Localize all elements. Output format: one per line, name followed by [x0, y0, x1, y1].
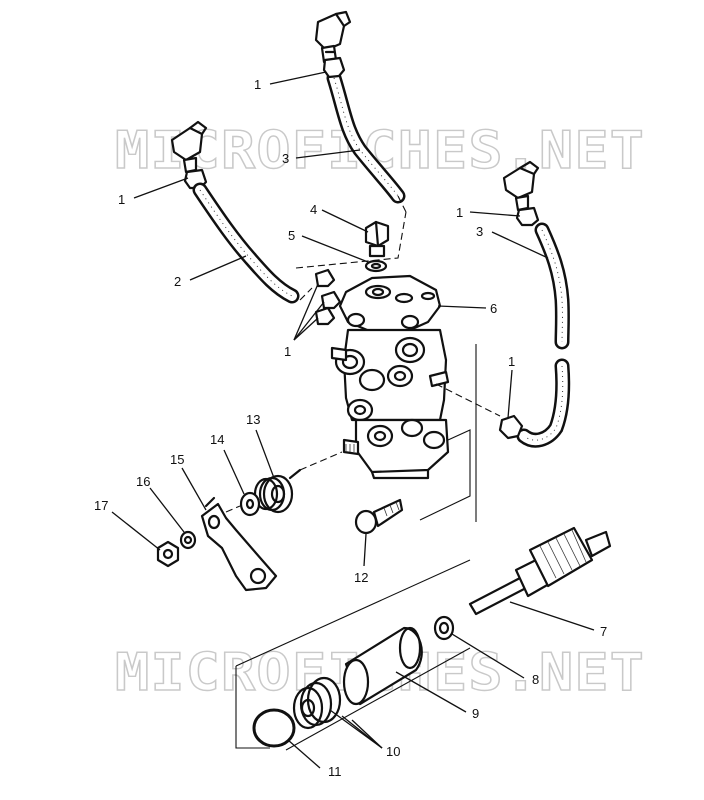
mounting-bolt [354, 498, 404, 535]
callout-1-body: 1 [284, 344, 291, 359]
callout-1-left: 1 [118, 192, 125, 207]
hose-right-upper [534, 222, 570, 350]
assembly-guidelines [225, 195, 501, 751]
fitting-right [502, 160, 540, 212]
callout-labels: 1 3 1 2 4 5 1 3 6 1 1 13 14 15 16 17 12 … [94, 77, 607, 779]
drive-lever [200, 496, 278, 592]
callout-3-top: 3 [282, 151, 289, 166]
clamp-right [515, 206, 540, 227]
leader-lines [111, 71, 595, 769]
clamp-top-center [322, 56, 346, 79]
callout-1-top: 1 [254, 77, 261, 92]
callout-11: 11 [328, 764, 342, 779]
callout-14: 14 [210, 432, 224, 447]
o-ring [252, 708, 296, 748]
callout-12: 12 [354, 570, 368, 585]
callout-7: 7 [600, 624, 607, 639]
callout-2: 2 [174, 274, 181, 289]
brake-valve-body [330, 274, 450, 480]
callout-8: 8 [532, 672, 539, 687]
bushing-sleeve [342, 626, 423, 706]
return-spring [253, 468, 302, 514]
lever-washer [179, 530, 197, 550]
callout-13: 13 [246, 412, 260, 427]
callout-17: 17 [94, 498, 108, 513]
shaft-washer [433, 615, 455, 641]
callout-4: 4 [310, 202, 317, 217]
sealing-washer [364, 259, 388, 273]
drive-gear-shaft [468, 526, 612, 616]
callout-5: 5 [288, 228, 295, 243]
callout-3-right: 3 [476, 224, 483, 239]
callout-15: 15 [170, 452, 184, 467]
fitting-left [170, 120, 208, 174]
callout-1-lower-right: 1 [508, 354, 515, 369]
callout-16: 16 [136, 474, 150, 489]
banjo-bolt [364, 220, 390, 258]
callout-6: 6 [490, 301, 497, 316]
clamp-right-lower [498, 414, 524, 440]
lever-nut [156, 540, 180, 568]
clamps-on-body [314, 268, 342, 326]
hose-left [192, 182, 300, 304]
hose-right-lower [516, 358, 571, 448]
spring-washer [239, 491, 261, 517]
callout-10: 10 [386, 744, 400, 759]
callout-9: 9 [472, 706, 479, 721]
fitting-top-center [314, 10, 352, 64]
callout-1-right: 1 [456, 205, 463, 220]
